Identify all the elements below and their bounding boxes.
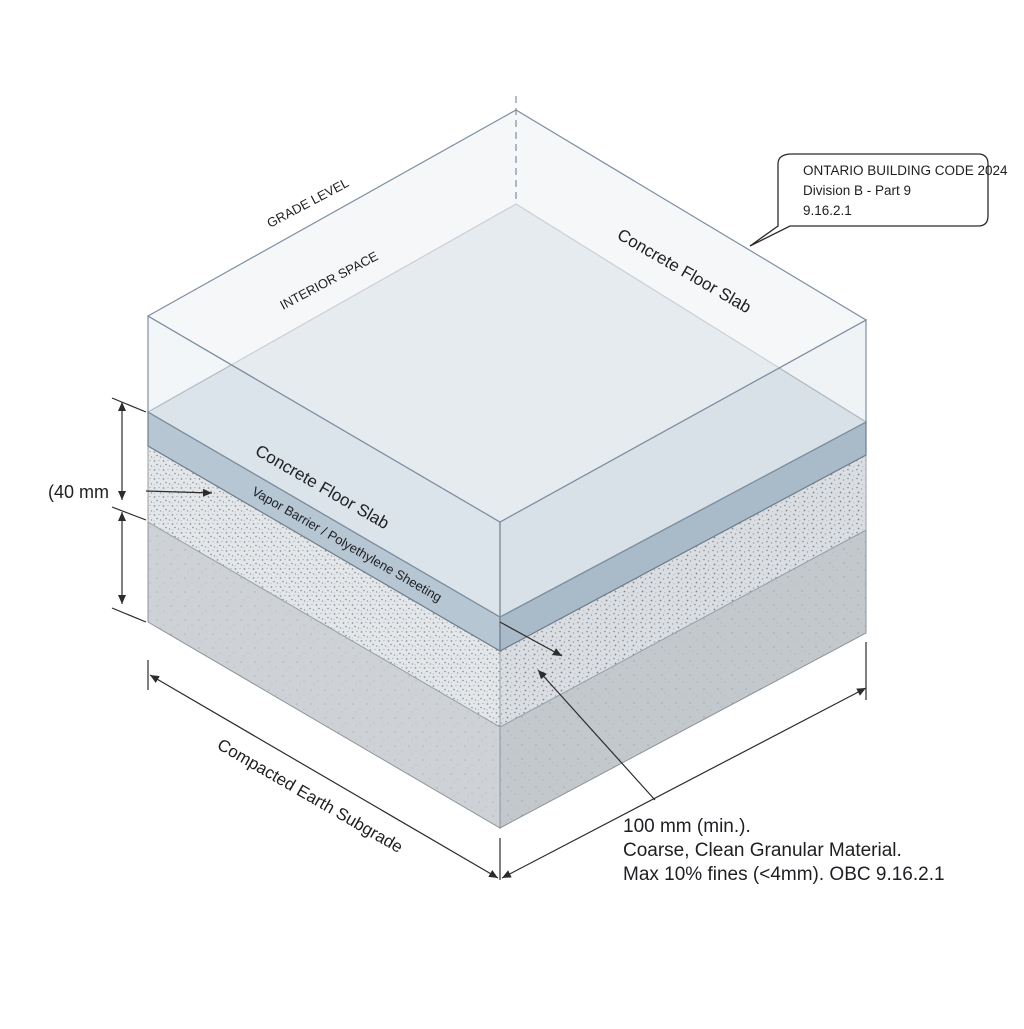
- plan-dimensions: [147, 642, 867, 880]
- granular-note: 100 mm (min.). Coarse, Clean Granular Ma…: [623, 816, 945, 885]
- note-line-3: Max 10% fines (<4mm). OBC 9.16.2.1: [623, 864, 945, 885]
- interior-volume-top: [146, 109, 868, 523]
- code-callout: ONTARIO BUILDING CODE 2024 Division B - …: [749, 153, 1008, 247]
- thickness-leader: [145, 488, 213, 497]
- vapor-barrier-leader: [499, 621, 563, 657]
- callout-line-1: ONTARIO BUILDING CODE 2024: [803, 163, 1008, 178]
- granular-note-leader: [537, 669, 656, 801]
- vertical-dimension: [111, 397, 213, 623]
- note-line-2: Coarse, Clean Granular Material.: [623, 840, 902, 861]
- callout-line-2: Division B - Part 9: [803, 183, 911, 198]
- callout-line-3: 9.16.2.1: [803, 203, 852, 218]
- thickness-dimension-label: (40 mm: [48, 482, 109, 502]
- note-line-1: 100 mm (min.).: [623, 816, 751, 837]
